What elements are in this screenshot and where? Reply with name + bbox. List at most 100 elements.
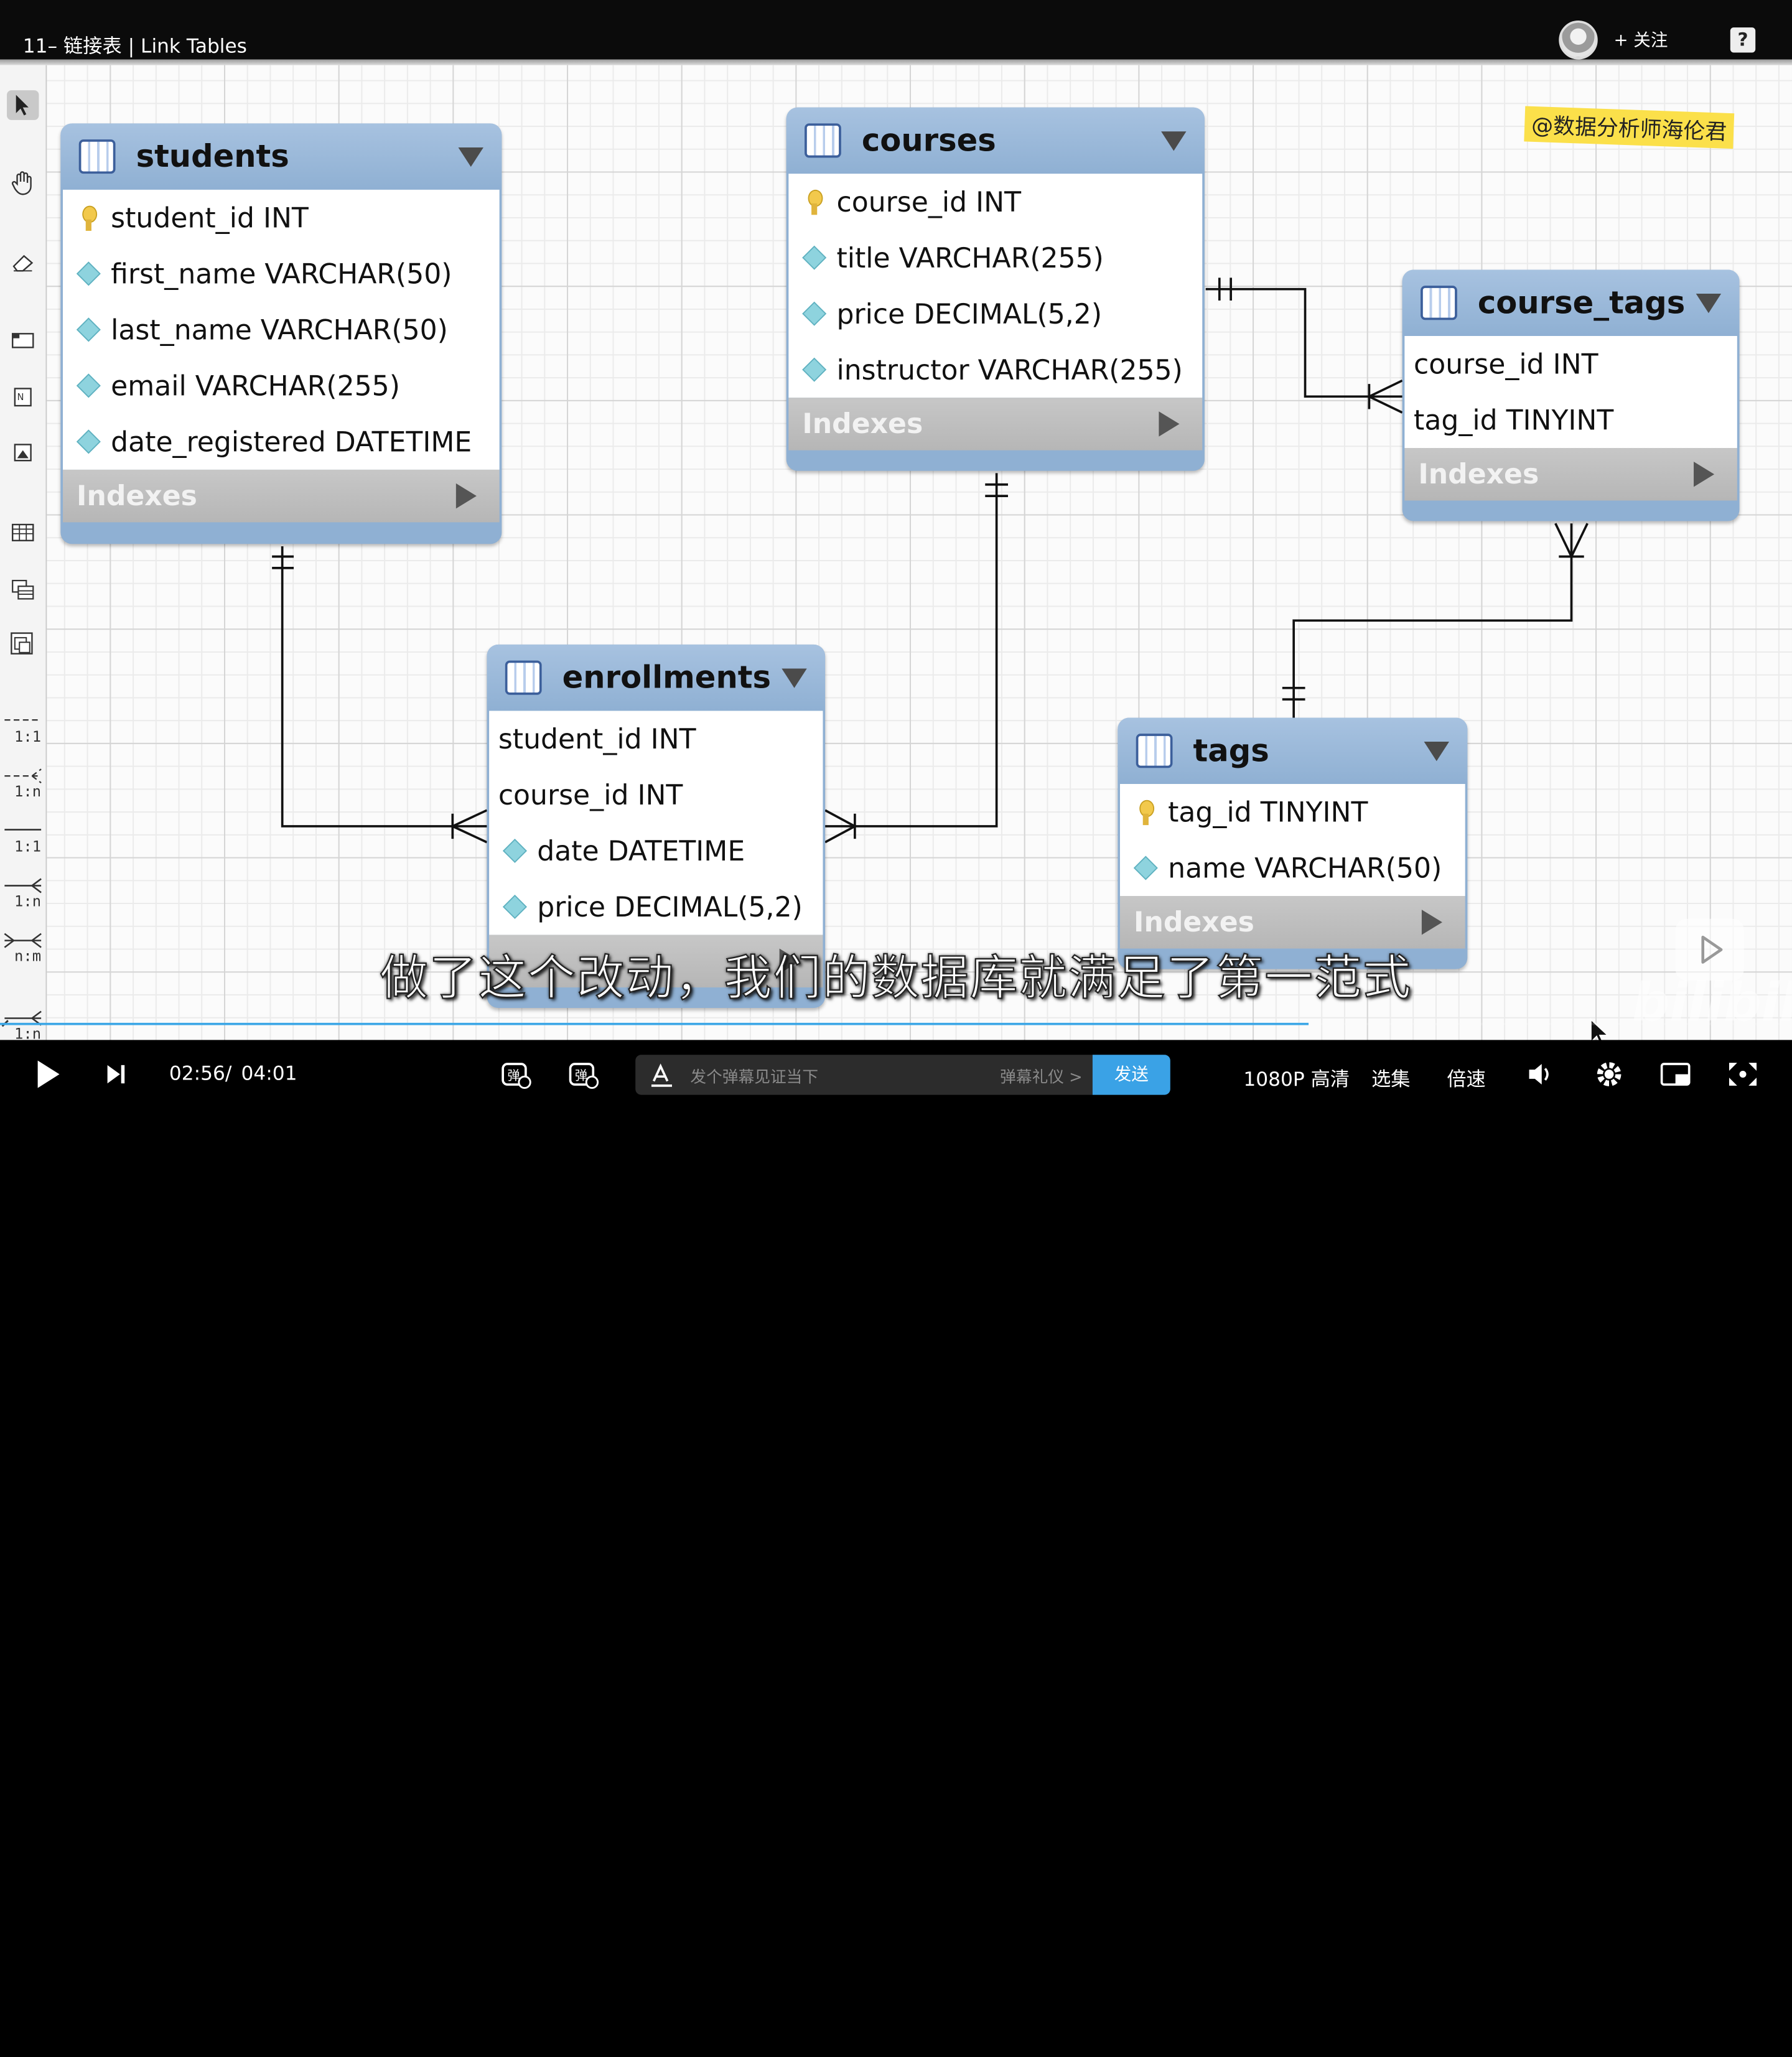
danmaku-placeholder: 发个弹幕见证当下 — [690, 1068, 819, 1087]
column-row[interactable]: price DECIMAL(5,2) — [489, 879, 823, 935]
progress-bar-fill[interactable] — [0, 1022, 1309, 1025]
uploader-avatar[interactable] — [1559, 21, 1598, 60]
column-row[interactable]: tag_id TINYINT — [1404, 392, 1737, 448]
column-label: title VARCHAR(255) — [836, 241, 1104, 274]
collapse-toggle-icon[interactable] — [1161, 131, 1187, 151]
current-time: 02:56 — [169, 1063, 225, 1086]
column-row[interactable]: date_registered DATETIME — [63, 414, 500, 470]
column-row[interactable]: instructor VARCHAR(255) — [788, 342, 1202, 398]
floating-play-button[interactable] — [1675, 918, 1744, 981]
column-row[interactable]: first_name VARCHAR(50) — [63, 246, 500, 302]
svg-text:N: N — [17, 392, 24, 403]
column-row[interactable]: tag_id TINYINT — [1120, 784, 1465, 840]
picture-in-picture-icon[interactable] — [1659, 1060, 1694, 1088]
column-row[interactable]: student_id INT — [489, 711, 823, 767]
relation-n-m-tool[interactable]: n:m — [0, 931, 45, 966]
column-row[interactable]: date DATETIME — [489, 823, 823, 879]
time-separator: / — [225, 1063, 232, 1086]
eraser-tool-icon[interactable] — [7, 248, 39, 278]
indexes-section[interactable]: Indexes — [788, 398, 1203, 450]
collapse-toggle-icon[interactable] — [1424, 741, 1449, 761]
follow-button[interactable]: + 关注 — [1613, 29, 1668, 50]
column-row[interactable]: last_name VARCHAR(50) — [63, 302, 500, 358]
danmaku-style-icon[interactable] — [649, 1063, 674, 1088]
table-header[interactable]: courses — [786, 107, 1205, 174]
routine-group-tool-icon[interactable] — [7, 630, 39, 660]
volume-icon[interactable] — [1527, 1060, 1557, 1088]
collapse-toggle-icon[interactable] — [782, 668, 807, 688]
next-icon[interactable] — [105, 1063, 128, 1086]
settings-gear-icon[interactable] — [1593, 1058, 1625, 1090]
column-diamond-icon — [502, 838, 527, 863]
table-header[interactable]: students — [60, 123, 502, 190]
indexes-section[interactable]: Indexes — [1119, 895, 1465, 949]
column-label: date DATETIME — [537, 834, 745, 867]
primary-key-icon — [807, 189, 823, 215]
column-diamond-icon — [502, 894, 527, 919]
column-row[interactable]: email VARCHAR(255) — [63, 358, 500, 414]
table-course-tags[interactable]: course_tags course_id INT tag_id TINYINT… — [1402, 269, 1740, 521]
danmaku-input[interactable] — [635, 1055, 1169, 1095]
indexes-label: Indexes — [77, 480, 197, 512]
bilibili-logo: bilibili — [1631, 971, 1792, 1033]
table-enrollments[interactable]: enrollments student_id INT course_id INT… — [487, 644, 826, 1008]
indexes-section[interactable]: Indexes — [1404, 447, 1737, 501]
table-students[interactable]: students student_id INT first_name VARCH… — [60, 123, 502, 544]
column-row[interactable]: price DECIMAL(5,2) — [788, 286, 1202, 342]
danmaku-settings-icon[interactable]: 弹 — [568, 1060, 600, 1090]
widescreen-icon[interactable] — [1725, 1058, 1760, 1090]
collapse-toggle-icon[interactable] — [1696, 293, 1722, 313]
expand-indexes-icon[interactable] — [779, 948, 800, 974]
relation-1-1-identifying-tool[interactable]: 1:1 — [0, 822, 45, 856]
column-list: course_id INT title VARCHAR(255) price D… — [788, 174, 1203, 398]
relation-label: 1:1 — [14, 729, 42, 747]
courses-coursetags-line — [1205, 287, 1402, 398]
table-header[interactable]: tags — [1118, 717, 1468, 784]
play-icon[interactable] — [34, 1058, 62, 1090]
hand-tool-icon[interactable] — [7, 168, 39, 198]
column-row[interactable]: name VARCHAR(50) — [1120, 840, 1465, 896]
table-courses[interactable]: courses course_id INT title VARCHAR(255)… — [786, 107, 1205, 471]
column-label: email VARCHAR(255) — [111, 370, 400, 402]
relation-1-1-tool[interactable]: 1:1 — [0, 712, 45, 746]
column-row[interactable]: course_id INT — [788, 174, 1202, 230]
help-icon[interactable]: ? — [1730, 27, 1756, 53]
column-list: tag_id TINYINT name VARCHAR(50) — [1119, 783, 1465, 896]
expand-indexes-icon[interactable] — [1421, 910, 1442, 935]
column-row[interactable]: course_id INT — [489, 767, 823, 823]
table-tags[interactable]: tags tag_id TINYINT name VARCHAR(50) Ind… — [1118, 717, 1468, 969]
table-tool-icon[interactable] — [7, 518, 39, 548]
speed-selector[interactable]: 倍速 — [1447, 1068, 1486, 1092]
expand-indexes-icon[interactable] — [1694, 462, 1715, 487]
expand-indexes-icon[interactable] — [1159, 411, 1180, 437]
image-tool-icon[interactable] — [7, 437, 39, 467]
danmaku-etiquette-link[interactable]: 弹幕礼仪 > — [1000, 1068, 1083, 1087]
table-icon — [805, 123, 841, 158]
students-enrollments-line — [281, 546, 487, 828]
layer-tool-icon[interactable] — [7, 325, 39, 355]
column-label: name VARCHAR(50) — [1168, 852, 1442, 884]
column-row[interactable]: student_id INT — [63, 190, 500, 246]
quality-selector[interactable]: 1080P 高清 — [1243, 1068, 1350, 1092]
table-header[interactable]: enrollments — [487, 644, 826, 711]
relation-1-n-tool[interactable]: 1:n — [0, 767, 45, 801]
pointer-tool-icon[interactable] — [7, 90, 39, 120]
expand-indexes-icon[interactable] — [455, 483, 477, 509]
indexes-section[interactable] — [489, 935, 823, 987]
column-row[interactable]: course_id INT — [1404, 336, 1737, 392]
indexes-section[interactable]: Indexes — [63, 469, 500, 523]
relation-1-n-identifying-tool[interactable]: 1:n — [0, 877, 45, 911]
episodes-button[interactable]: 选集 — [1371, 1068, 1411, 1092]
note-tool-icon[interactable]: N — [7, 383, 39, 413]
courses-enrollments-line — [825, 473, 998, 828]
column-label: course_id INT — [498, 778, 683, 811]
many-marker — [824, 809, 857, 844]
svg-text:弹: 弹 — [508, 1068, 520, 1083]
column-row[interactable]: title VARCHAR(255) — [788, 230, 1202, 286]
danmaku-toggle-icon[interactable]: 弹 — [500, 1060, 532, 1090]
collapse-toggle-icon[interactable] — [458, 147, 483, 167]
view-tool-icon[interactable] — [7, 575, 39, 605]
send-danmaku-button[interactable]: 发送 — [1092, 1055, 1170, 1095]
indexes-label: Indexes — [802, 408, 923, 441]
table-header[interactable]: course_tags — [1402, 269, 1740, 336]
